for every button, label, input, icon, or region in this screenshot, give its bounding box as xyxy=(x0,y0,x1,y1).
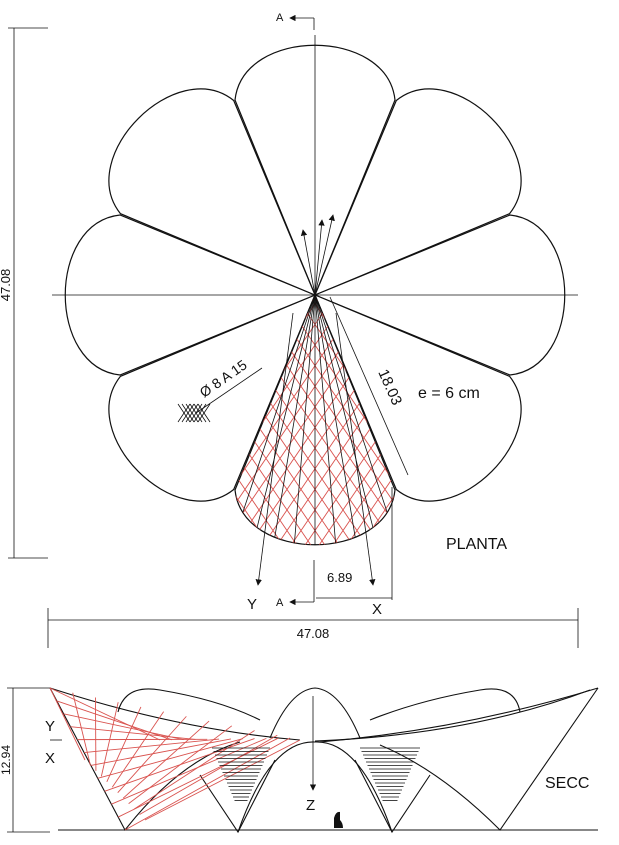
mesh-line xyxy=(322,295,395,545)
mesh-ruling-line xyxy=(248,295,316,545)
section-reinforcement xyxy=(49,687,301,831)
y-axis-arrow xyxy=(255,312,294,586)
section-mesh-line xyxy=(90,738,231,766)
mesh-ruling-line xyxy=(292,295,316,545)
section-mesh-line xyxy=(84,738,220,753)
plan-view: 47.08 18.03 e = 6 cm Ø 8 A 15 A A Y X 6.… xyxy=(0,12,579,648)
swatch-line xyxy=(197,403,211,423)
mesh-line xyxy=(235,295,322,545)
section-mesh-line xyxy=(63,713,184,741)
height-dimension-label: 47.08 xyxy=(0,269,13,302)
arch-right xyxy=(354,759,431,834)
section-hatching xyxy=(212,747,420,801)
rebar-leader-line xyxy=(195,367,263,414)
left-shell-top xyxy=(49,687,301,741)
back-petal-left xyxy=(117,688,261,721)
rebar-mesh-symbol xyxy=(177,403,211,423)
mesh-line xyxy=(308,295,395,545)
plan-y-axis-label: Y xyxy=(247,596,257,613)
thickness-label: e = 6 cm xyxy=(418,385,480,402)
section-mesh-line xyxy=(111,737,267,805)
right-shell-edge xyxy=(379,687,599,831)
mesh-line xyxy=(235,295,308,545)
x-axis-arrow xyxy=(335,312,376,586)
section-mesh-line xyxy=(106,706,142,783)
section-height-label: 12.94 xyxy=(0,745,13,775)
section-view: 12.94 Y X Z SECC xyxy=(0,687,599,834)
center-arrow xyxy=(314,214,335,296)
shell-petal xyxy=(313,293,522,502)
section-mesh-line xyxy=(124,737,291,831)
radius-dimension-line xyxy=(329,296,409,476)
mesh-ruling-line xyxy=(314,295,382,545)
section-mesh-line xyxy=(100,702,119,777)
person-figure xyxy=(334,811,343,828)
section-mesh-line xyxy=(111,711,165,788)
section-mesh-line xyxy=(117,716,187,794)
shell-petal xyxy=(313,88,522,297)
center-arrow xyxy=(314,219,325,296)
mesh-line xyxy=(252,295,395,545)
mesh-line xyxy=(350,295,395,545)
section-mark-top: A xyxy=(276,12,284,24)
width-dimension-label: 47.08 xyxy=(297,626,330,641)
mesh-ruling-line xyxy=(314,295,360,545)
section-mesh-line xyxy=(139,734,278,815)
plan-x-axis-label: X xyxy=(372,601,382,618)
section-y-axis-label: Y xyxy=(45,718,55,735)
section-x-axis-label: X xyxy=(45,750,55,767)
section-z-axis-label: Z xyxy=(306,797,315,814)
section-mesh-line xyxy=(122,720,210,799)
plan-label: PLANTA xyxy=(446,536,507,553)
back-petal-right xyxy=(369,688,521,721)
section-mesh-line xyxy=(72,692,91,766)
section-mesh-line xyxy=(97,738,243,779)
right-shell-rim xyxy=(314,689,591,742)
section-label: SECC xyxy=(545,775,589,792)
mesh-ruling-line xyxy=(270,295,316,545)
section-mesh-line xyxy=(49,687,86,761)
right-shell-top xyxy=(319,687,599,743)
swatch-line xyxy=(193,403,207,423)
section-mesh-line xyxy=(49,687,161,741)
mesh-line xyxy=(336,295,395,545)
central-arch xyxy=(237,741,393,833)
shell-petal xyxy=(108,88,317,297)
mesh-ruling-line xyxy=(314,295,338,545)
section-mesh-line xyxy=(70,726,196,740)
section-mesh-line xyxy=(144,739,301,821)
center-arrow xyxy=(300,229,316,296)
section-mesh-line xyxy=(128,725,233,804)
section-mesh-line xyxy=(133,730,255,810)
back-petal-center xyxy=(269,687,361,739)
section-mark-bottom: A xyxy=(276,597,284,609)
shell-petal xyxy=(108,293,317,502)
offset-dimension-label: 6.89 xyxy=(327,570,352,585)
mesh-line xyxy=(235,295,280,545)
mesh-line xyxy=(235,295,294,545)
mesh-line xyxy=(235,295,364,545)
